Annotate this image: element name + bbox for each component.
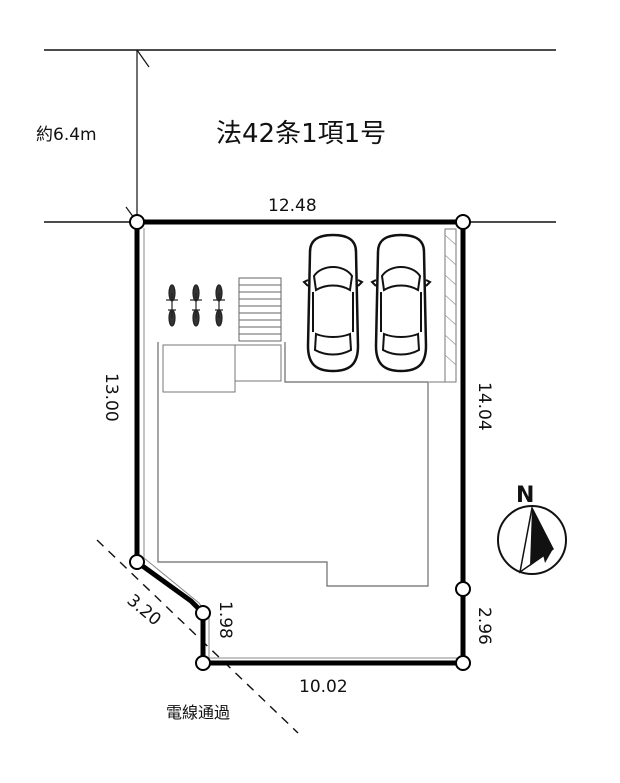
- dimension-east-lower: 2.96: [474, 607, 494, 645]
- corner-marker: [195, 605, 211, 621]
- road-width-dimension: [125, 49, 150, 223]
- dimension-southwest-step: 1.98: [215, 601, 235, 639]
- dimension-west: 13.00: [101, 373, 121, 422]
- north-compass-icon: [497, 505, 567, 575]
- dimension-south: 10.02: [299, 677, 348, 697]
- road-width-label: 約6.4m: [36, 125, 97, 145]
- bicycle-icon: [166, 284, 178, 327]
- bicycle-icon: [190, 284, 202, 327]
- corner-marker: [455, 214, 471, 230]
- compass-north-label: N: [516, 483, 534, 508]
- car-icon: [370, 233, 432, 373]
- bicycle-icon: [213, 284, 225, 327]
- corner-marker: [129, 214, 145, 230]
- dimension-north: 12.48: [268, 196, 317, 216]
- road-legal-label: 法42条1項1号: [216, 119, 386, 149]
- corner-marker: [129, 554, 145, 570]
- lot-boundary: [134, 219, 466, 666]
- car-icon: [302, 233, 364, 373]
- entrance-porch: [162, 344, 282, 393]
- carport-fence: [429, 228, 457, 383]
- corner-marker: [455, 581, 471, 597]
- stairs-icon: [238, 277, 282, 342]
- dimension-southwest-diagonal: 3.20: [123, 591, 165, 631]
- power-line-label: 電線通過: [166, 703, 230, 722]
- corner-marker: [195, 655, 211, 671]
- power-line: [96, 539, 299, 734]
- building-outline: [157, 342, 429, 587]
- corner-marker: [455, 655, 471, 671]
- dimension-east-upper: 14.04: [474, 382, 494, 431]
